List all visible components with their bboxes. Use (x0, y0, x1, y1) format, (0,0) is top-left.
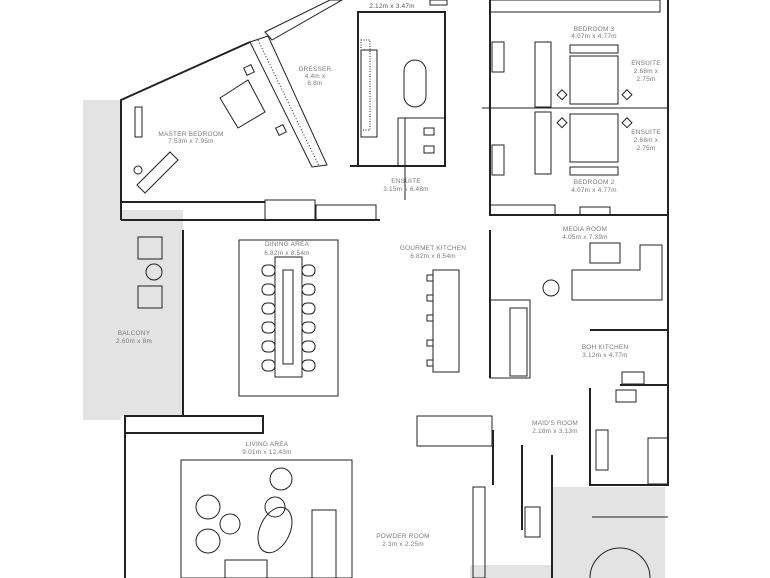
label-master-ensuite-size: 3.15m x 6.48m (383, 186, 429, 193)
label-gourmet-kitchen-size: 6.82m x 8.54m (410, 253, 456, 260)
label-dresser: DRESSER (299, 66, 332, 73)
label-balcony-size: 2.60m x 8m (116, 338, 152, 345)
label-dining-area-size: 6.82m x 8.54m (264, 250, 310, 257)
outdoor-areas (83, 100, 665, 578)
label-gourmet-kitchen: GOURMET KITCHEN (400, 245, 467, 252)
dining-table (238, 239, 339, 397)
label-dresser-size-1: 4.4m x (305, 73, 326, 80)
label-dresser-size-2: 6.8m (307, 80, 322, 87)
label-boh-kitchen-size: 3.12m x 4.77m (582, 352, 628, 359)
label-ensuite-3-size-2: 2.75m (636, 76, 655, 83)
label-bedroom-3-size: 4.07m x 4.77m (571, 33, 617, 40)
label-top-room-size: 2.12m x 3.47m (369, 3, 415, 10)
label-master-bedroom: MASTER BEDROOM (158, 131, 223, 138)
balcony-furniture (137, 230, 184, 416)
label-master-bedroom-size: 7.53m x 7.95m (168, 138, 214, 145)
label-ensuite-2: ENSUITE (631, 129, 661, 136)
service-walls (416, 415, 668, 578)
label-boh-kitchen: BOH KITCHEN (582, 344, 629, 351)
label-media-room-size: 4.05m x 7.39m (562, 234, 608, 241)
master-bedroom-walls (120, 0, 380, 221)
room-labels: 2.12m x 3.47m DRESSER 4.4m x 6.8m MASTER… (116, 3, 661, 548)
label-ensuite-3-size-1: 2.68m x (634, 68, 659, 75)
label-ensuite-2-size-2: 2.75m (636, 145, 655, 152)
label-living-area: LIVING AREA (246, 441, 289, 448)
media-kitchen-walls (426, 230, 669, 486)
label-powder-room-size: 2.3m x 2.25m (382, 541, 424, 548)
label-bedroom-3: BEDROOM 3 (574, 26, 615, 33)
label-bedroom-2: BEDROOM 2 (574, 179, 615, 186)
label-powder-room: POWDER ROOM (376, 533, 429, 540)
living-area-walls (124, 415, 353, 578)
bedrooms-walls (482, 0, 669, 330)
label-dining-area: DINING AREA (265, 241, 310, 248)
master-ensuite-walls (350, 0, 448, 200)
label-maids-room-size: 2.18m x 3.13m (532, 428, 578, 435)
label-ensuite-3: ENSUITE (631, 60, 661, 67)
label-balcony: BALCONY (118, 330, 151, 337)
label-bedroom-2-size: 4.07m x 4.77m (571, 187, 617, 194)
label-media-room: MEDIA ROOM (563, 226, 607, 233)
label-living-area-size: 9.01m x 12.43m (242, 449, 291, 456)
label-master-ensuite: ENSUITE (391, 178, 421, 185)
label-maids-room: MAID'S ROOM (532, 420, 578, 427)
label-ensuite-2-size-1: 2.68m x (634, 137, 659, 144)
